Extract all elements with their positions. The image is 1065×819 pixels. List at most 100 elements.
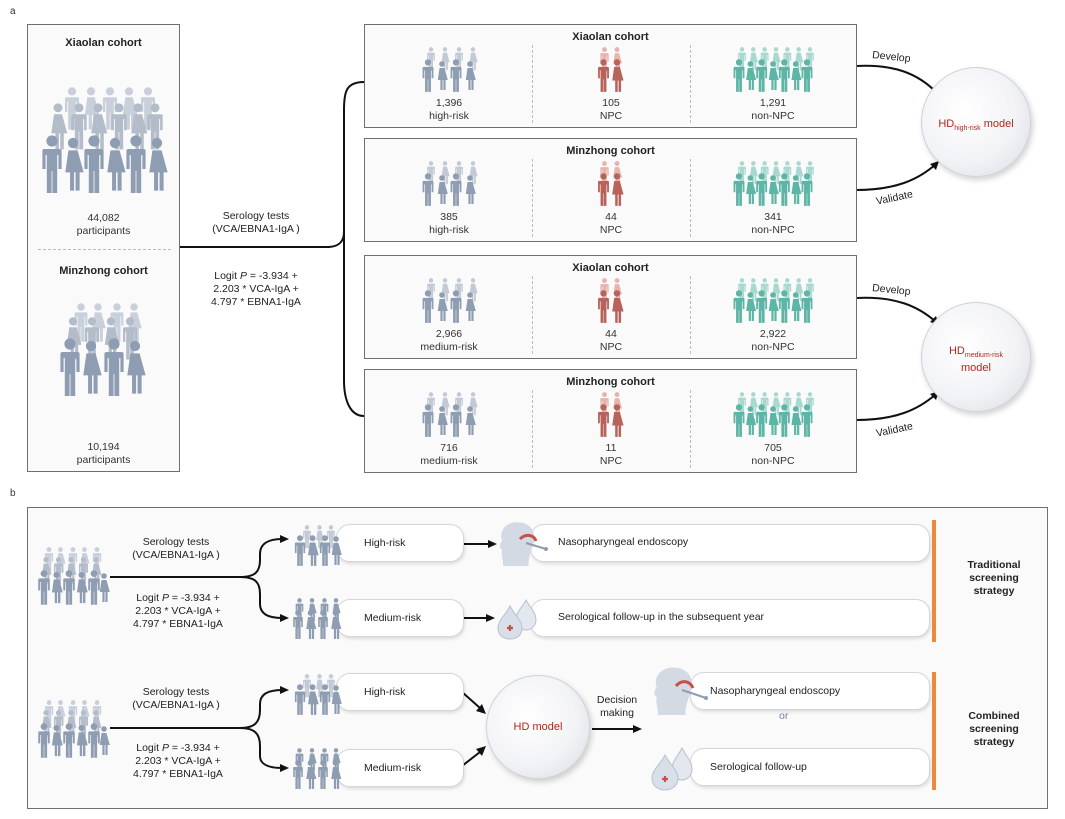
trad-followup-text: Serological follow-up in the subsequent … bbox=[558, 611, 765, 623]
non-npc-count: 2,922 bbox=[759, 328, 787, 340]
cohort-box: Minzhong cohort 716 medium-risk 11 NPC 7… bbox=[364, 369, 857, 473]
high-risk-group-icon-2 bbox=[294, 674, 342, 715]
hd-medium-risk-label: HDmedium-risk model bbox=[948, 345, 1003, 375]
minzhong-count: 10,194 bbox=[87, 441, 120, 453]
trad-endoscopy-pill bbox=[530, 524, 930, 562]
xiaolan-participants: participants bbox=[76, 225, 131, 237]
combined-bar bbox=[932, 672, 936, 790]
comb-endoscopy-text: Nasopharyngeal endoscopy bbox=[710, 685, 841, 697]
comb-high-risk: High-risk bbox=[364, 686, 406, 698]
comb-serology: Serology tests (VCA/EBNA1-IgA ) bbox=[116, 686, 236, 712]
npc-label: NPC bbox=[599, 455, 623, 467]
cohort-box: Xiaolan cohort 2,966 medium-risk 44 NPC … bbox=[364, 255, 857, 359]
crowd-combined-icon bbox=[38, 700, 110, 758]
non-npc-count: 1,291 bbox=[759, 97, 787, 109]
trad-high-risk: High-risk bbox=[364, 537, 406, 549]
hd-high-risk-model: HDhigh-risk model bbox=[921, 67, 1031, 177]
npc-count: 11 bbox=[605, 442, 617, 454]
risk-count: 716 bbox=[440, 442, 458, 454]
cohort-box: Minzhong cohort 385 high-risk 44 NPC 341… bbox=[364, 138, 857, 242]
trad-logit-line1: Logit P = -3.934 + bbox=[136, 592, 220, 604]
non-npc-label: non-NPC bbox=[751, 341, 795, 353]
trad-strategy-line1: Traditional bbox=[967, 559, 1021, 571]
endoscopy-icon bbox=[499, 522, 548, 566]
medium-risk-group-icon-2 bbox=[293, 748, 342, 789]
npc-count: 105 bbox=[602, 97, 620, 109]
comb-logit-line3: 4.797 * EBNA1-IgA bbox=[133, 768, 223, 780]
trad-logit-line2: 2.203 * VCA-IgA + bbox=[135, 605, 221, 617]
non-npc-label: non-NPC bbox=[751, 110, 795, 122]
cohort-box: Xiaolan cohort 1,396 high-risk 105 NPC 1… bbox=[364, 24, 857, 128]
trad-strategy-line2: screening bbox=[969, 572, 1019, 584]
trad-logit-line3: 4.797 * EBNA1-IgA bbox=[133, 618, 223, 630]
serology-line2: (VCA/EBNA1-IgA ) bbox=[212, 223, 300, 235]
trad-serology-line2: (VCA/EBNA1-IgA ) bbox=[132, 549, 220, 561]
logit-line3: 4.797 * EBNA1-IgA bbox=[211, 296, 301, 308]
participants-box: Xiaolan cohort 44,082 participants Minzh… bbox=[27, 24, 180, 472]
cohort-title: Minzhong cohort bbox=[566, 376, 655, 388]
serology-line1: Serology tests bbox=[222, 210, 290, 222]
trad-medium-risk: Medium-risk bbox=[364, 612, 422, 624]
xiaolan-count: 44,082 bbox=[87, 212, 120, 224]
comb-medium-risk: Medium-risk bbox=[364, 762, 422, 774]
non-npc-count: 341 bbox=[764, 211, 782, 223]
panel-a-label: a bbox=[10, 6, 16, 17]
or-text: or bbox=[779, 710, 789, 722]
comb-serology-line2: (VCA/EBNA1-IgA ) bbox=[132, 699, 220, 711]
non-npc-count: 705 bbox=[764, 442, 782, 454]
comb-followup-pill bbox=[690, 748, 930, 786]
risk-label: high-risk bbox=[429, 224, 469, 236]
combined-strategy: Combined screening strategy bbox=[952, 710, 1036, 749]
decision-line2: making bbox=[600, 707, 634, 719]
comb-high-risk-pill bbox=[336, 673, 464, 711]
divider bbox=[532, 390, 533, 468]
minzhong-participants: participants bbox=[76, 454, 131, 466]
trad-endoscopy-text: Nasopharyngeal endoscopy bbox=[558, 536, 689, 548]
divider bbox=[690, 276, 691, 354]
trad-medium-risk-pill bbox=[336, 599, 464, 637]
traditional-bar bbox=[932, 520, 936, 642]
decision-line1: Decision bbox=[596, 694, 638, 706]
non-npc-label: non-NPC bbox=[751, 224, 795, 236]
divider bbox=[690, 159, 691, 237]
npc-count: 44 bbox=[605, 211, 617, 223]
trad-high-risk-pill bbox=[336, 524, 464, 562]
npc-label: NPC bbox=[599, 224, 623, 236]
crowd-traditional-icon bbox=[38, 547, 110, 605]
divider bbox=[690, 45, 691, 123]
comb-strategy-line2: screening bbox=[969, 723, 1019, 735]
risk-count: 2,966 bbox=[435, 328, 463, 340]
divider bbox=[690, 390, 691, 468]
decision-making: Decision making bbox=[590, 694, 644, 720]
divider bbox=[532, 159, 533, 237]
hd-medium-risk-model: HDmedium-risk model bbox=[921, 302, 1031, 412]
npc-label: NPC bbox=[599, 341, 623, 353]
panel-b-label: b bbox=[10, 488, 16, 499]
serology-label: Serology tests (VCA/EBNA1-IgA ) bbox=[196, 210, 316, 236]
trad-followup-pill bbox=[530, 599, 930, 637]
logit-line1: Logit P = -3.934 + bbox=[214, 270, 298, 282]
hd-model-circle: HD model bbox=[486, 675, 590, 779]
cohort-title: Xiaolan cohort bbox=[572, 262, 649, 274]
risk-count: 1,396 bbox=[435, 97, 463, 109]
divider bbox=[532, 45, 533, 123]
blood-drop-icon-2 bbox=[651, 746, 693, 791]
high-risk-group-icon-1 bbox=[294, 525, 342, 566]
comb-strategy-line1: Combined bbox=[968, 710, 1020, 722]
blood-drop-icon-1 bbox=[497, 598, 537, 640]
risk-label: high-risk bbox=[429, 110, 469, 122]
divider bbox=[532, 276, 533, 354]
hd-high-risk-label: HDhigh-risk model bbox=[938, 118, 1014, 133]
xiaolan-title: Xiaolan cohort bbox=[65, 37, 142, 49]
risk-count: 385 bbox=[440, 211, 458, 223]
comb-logit-line2: 2.203 * VCA-IgA + bbox=[135, 755, 221, 767]
comb-followup-text: Serological follow-up bbox=[710, 761, 807, 773]
hd-model-label: HD model bbox=[513, 721, 563, 733]
cohort-title: Minzhong cohort bbox=[566, 145, 655, 157]
endoscopy-icon-2 bbox=[654, 667, 708, 715]
divider bbox=[38, 249, 171, 250]
npc-count: 44 bbox=[605, 328, 617, 340]
logit-formula: Logit P = -3.934 + 2.203 * VCA-IgA + 4.7… bbox=[188, 270, 324, 309]
medium-risk-group-icon-1 bbox=[293, 598, 342, 639]
